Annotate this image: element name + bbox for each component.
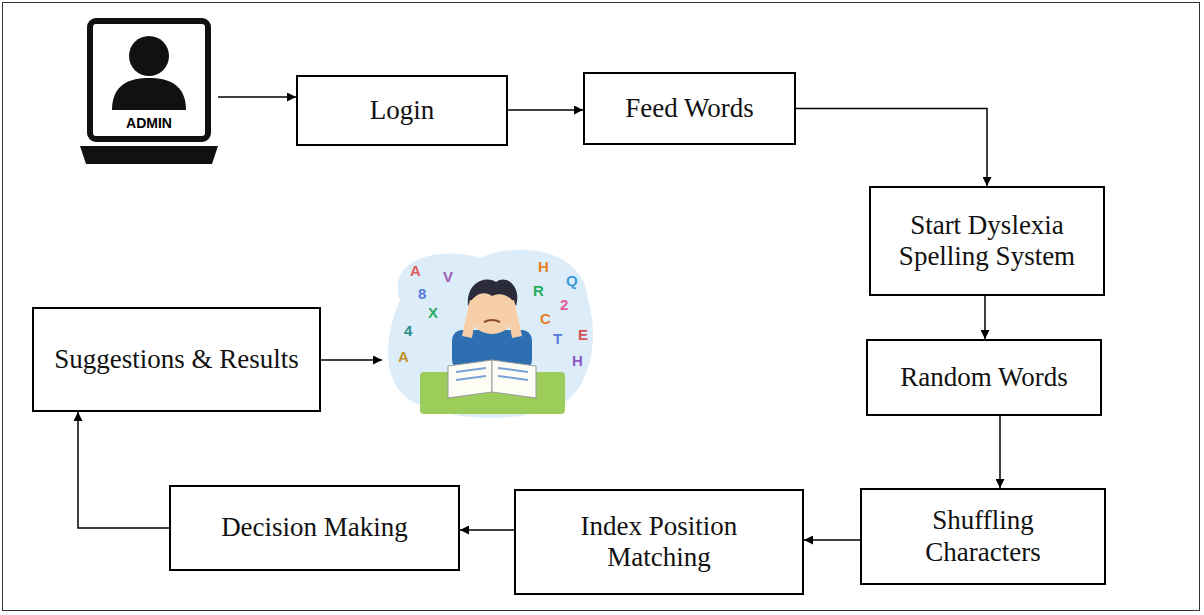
process-box: Index Position Matching bbox=[514, 489, 804, 595]
box-label: Random Words bbox=[900, 362, 1068, 393]
process-box: Decision Making bbox=[169, 485, 460, 571]
child-arm bbox=[506, 300, 522, 338]
floating-letter: T bbox=[553, 330, 562, 347]
process-box: Feed Words bbox=[583, 72, 796, 145]
process-box: Shuffling Characters bbox=[860, 488, 1106, 585]
flow-arrow bbox=[508, 109, 583, 111]
process-box: Random Words bbox=[866, 339, 1102, 416]
actor-label: ADMIN bbox=[80, 115, 218, 131]
box-label: Decision Making bbox=[221, 512, 408, 543]
result-box: Suggestions & Results bbox=[32, 307, 321, 412]
flow-arrow bbox=[984, 296, 986, 339]
box-label: Start Dyslexia Spelling System bbox=[881, 210, 1093, 272]
admin-icon: ADMIN bbox=[80, 18, 218, 165]
child-arm bbox=[462, 300, 478, 338]
flow-arrow bbox=[218, 96, 296, 98]
floating-letter: H bbox=[538, 258, 549, 275]
thought-cloud bbox=[388, 250, 593, 418]
flow-arrow bbox=[78, 412, 169, 528]
laptop-icon bbox=[80, 18, 218, 165]
floating-letter: 8 bbox=[418, 285, 426, 302]
floating-letter: A bbox=[398, 348, 409, 365]
flow-arrow bbox=[999, 416, 1001, 488]
floating-letter: V bbox=[443, 268, 453, 285]
floating-letter: C bbox=[540, 310, 551, 327]
flow-arrow bbox=[796, 109, 987, 187]
book-lines bbox=[456, 368, 528, 380]
process-box: Start Dyslexia Spelling System bbox=[869, 186, 1105, 296]
flow-arrow bbox=[460, 529, 514, 531]
floating-letter: E bbox=[578, 326, 588, 343]
box-label: Shuffling Characters bbox=[872, 505, 1094, 567]
floating-letter: Q bbox=[566, 272, 578, 289]
floating-letter: A bbox=[410, 262, 421, 279]
box-label: Index Position Matching bbox=[526, 511, 792, 573]
process-box: Login bbox=[296, 75, 508, 146]
child-mouth bbox=[484, 320, 500, 322]
floating-letter: 2 bbox=[560, 296, 568, 313]
box-label: Feed Words bbox=[625, 93, 754, 124]
floating-letter: 4 bbox=[404, 322, 412, 339]
box-label: Suggestions & Results bbox=[54, 344, 299, 375]
box-label: Login bbox=[370, 95, 435, 126]
result-arrow bbox=[321, 359, 382, 361]
flow-arrow bbox=[804, 539, 860, 541]
floating-letter: H bbox=[572, 352, 583, 369]
floating-letter: R bbox=[533, 282, 544, 299]
child-illustration bbox=[388, 250, 593, 418]
floating-letter: X bbox=[428, 304, 438, 321]
